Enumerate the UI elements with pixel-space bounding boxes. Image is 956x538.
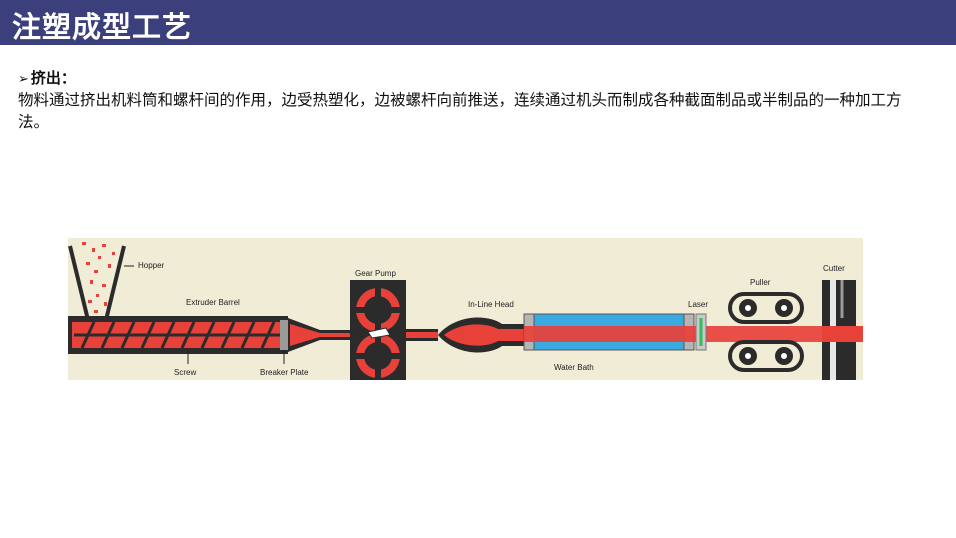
gear-pump xyxy=(350,280,406,380)
puller-label: Puller xyxy=(750,278,771,287)
water-bath-label: Water Bath xyxy=(554,363,594,372)
cutter xyxy=(822,280,863,380)
breaker-plate xyxy=(280,320,288,350)
hopper-pellets xyxy=(82,242,115,313)
inline-head-label: In-Line Head xyxy=(468,300,514,309)
extrusion-diagram: Hopper Extruder Barrel Screw Breaker Pla… xyxy=(68,238,863,380)
bullet-heading-colon: ： xyxy=(60,69,76,87)
breaker-plate-label: Breaker Plate xyxy=(260,368,309,377)
laser xyxy=(695,313,707,351)
extrusion-diagram-svg: Hopper Extruder Barrel Screw Breaker Pla… xyxy=(68,238,863,380)
laser-label: Laser xyxy=(688,300,708,309)
hopper-label: Hopper xyxy=(138,261,165,270)
cutter-label: Cutter xyxy=(823,264,845,273)
arrow-bullet-icon: ➢ xyxy=(18,72,29,87)
slide-title: 注塑成型工艺 xyxy=(12,10,193,44)
inline-head xyxy=(406,317,524,353)
gear-pump-label: Gear Pump xyxy=(355,269,396,278)
title-bar: 注塑成型工艺 xyxy=(0,0,956,45)
extruder-barrel-label: Extruder Barrel xyxy=(186,298,240,307)
screw xyxy=(74,321,282,349)
extruder-barrel xyxy=(68,316,350,354)
body-paragraph: 物料通过挤出机料筒和螺杆间的作用，边受热塑化，边被螺杆向前推送，连续通过机头而制… xyxy=(18,91,902,131)
screw-label: Screw xyxy=(174,368,196,377)
puller xyxy=(728,292,804,372)
bullet-heading-line: ➢挤出： xyxy=(18,67,76,88)
bullet-heading: 挤出 xyxy=(30,69,61,87)
extrudate xyxy=(524,326,860,342)
